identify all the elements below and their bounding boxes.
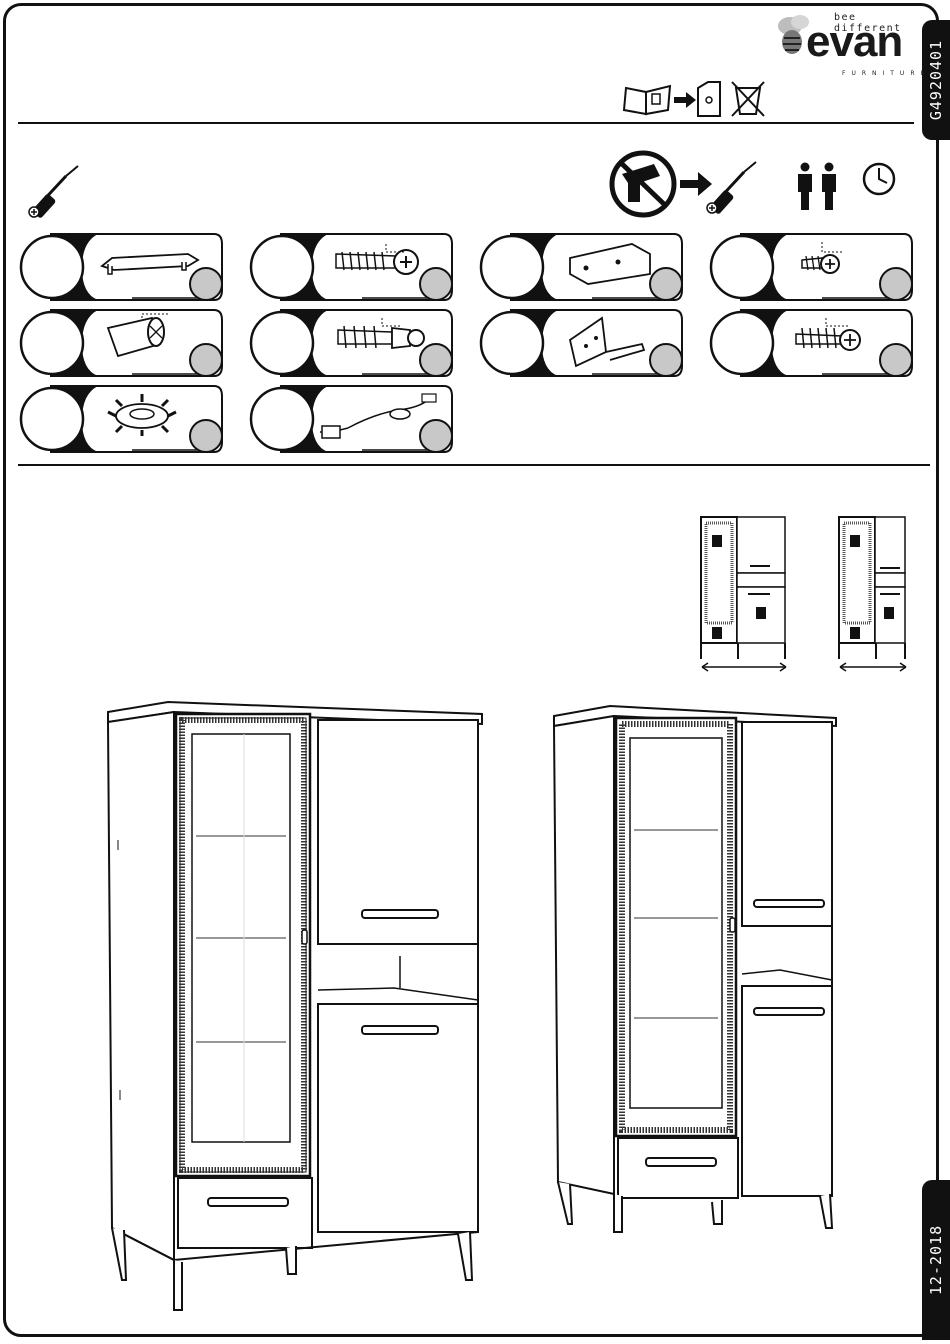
small-screw-icon bbox=[802, 242, 842, 273]
part-card bbox=[18, 384, 224, 454]
corner-bracket-icon bbox=[570, 318, 644, 366]
two-persons-icon bbox=[794, 162, 840, 210]
dowel-pin-icon bbox=[108, 314, 168, 356]
part-card bbox=[708, 308, 914, 378]
led-power-cable-icon bbox=[320, 394, 436, 438]
layout-diagram-left bbox=[698, 515, 790, 677]
print-date: 12-2018 bbox=[927, 1225, 945, 1295]
product-code: G4920401 bbox=[927, 40, 945, 120]
star-washer-icon bbox=[108, 394, 176, 436]
part-card bbox=[478, 308, 684, 378]
header-rule bbox=[18, 122, 914, 124]
cabinet-narrow-drawing bbox=[550, 704, 842, 1236]
product-code-tab: G4920401 bbox=[922, 20, 950, 140]
instruction-booklet-icon bbox=[622, 84, 674, 116]
date-tab: 12-2018 bbox=[922, 1180, 950, 1340]
screwdriver-icon bbox=[704, 160, 762, 216]
wood-screw-icon bbox=[796, 318, 860, 350]
clock-icon bbox=[862, 162, 896, 196]
cabinet-wide-drawing bbox=[104, 700, 488, 1312]
no-discard-bin-icon bbox=[728, 78, 768, 118]
parts-rule bbox=[18, 464, 930, 466]
part-card bbox=[18, 308, 224, 378]
logo-brand: evan bbox=[806, 20, 902, 64]
arrow-right-icon bbox=[674, 92, 696, 108]
wall-bracket-icon bbox=[570, 244, 650, 284]
part-card bbox=[18, 232, 224, 302]
layout-diagram-right bbox=[836, 515, 910, 677]
cam-bolt-icon bbox=[336, 244, 418, 274]
part-card bbox=[248, 232, 454, 302]
no-power-drill-icon bbox=[608, 150, 678, 218]
part-card bbox=[248, 308, 454, 378]
screwdriver-icon bbox=[26, 164, 84, 220]
part-card bbox=[478, 232, 684, 302]
binder-icon bbox=[696, 80, 722, 118]
logo-subline: FURNITURE bbox=[842, 70, 930, 77]
connector-bolt-icon bbox=[338, 318, 424, 348]
part-card bbox=[708, 232, 914, 302]
part-card bbox=[248, 384, 454, 454]
handle-bar-icon bbox=[102, 254, 198, 274]
evan-logo: bee different evan FURNITURE bbox=[772, 12, 922, 82]
